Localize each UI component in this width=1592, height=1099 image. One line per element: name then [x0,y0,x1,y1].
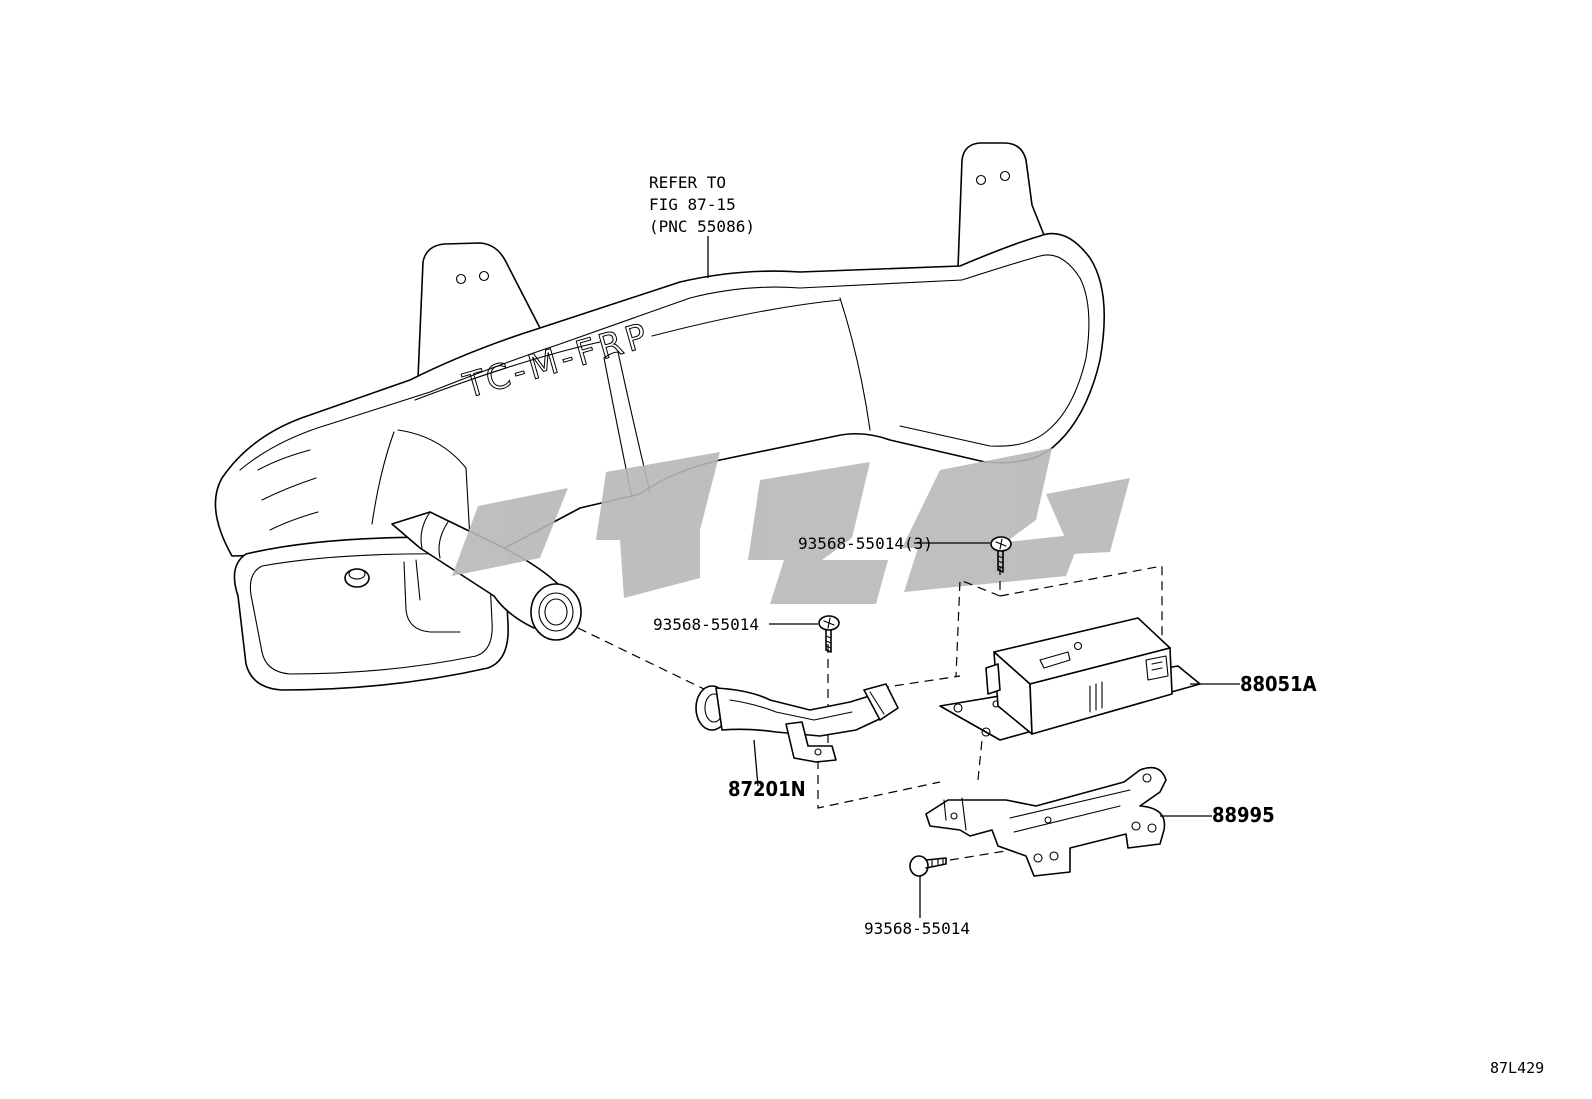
callout-hose: 87201N [728,777,806,801]
figure-id: 87L429 [1490,1059,1544,1077]
hose-87201N [695,683,899,763]
callout-screw-top: 93568-55014(3) [798,534,933,553]
screw-middle [818,615,840,653]
leader-lines [707,236,1240,918]
callout-screw-bottom: 93568-55014 [864,919,970,938]
screw-bottom [909,855,947,877]
refer-note-line2: FIG 87-15 [649,195,736,214]
screw-top [990,536,1012,573]
refer-note-line3: (PNC 55086) [649,217,755,236]
refer-note-line1: REFER TO [649,173,726,192]
watermark-logo [452,448,1130,604]
callout-bracket: 88995 [1212,803,1275,827]
callout-screw-middle: 93568-55014 [653,615,759,634]
refer-note: REFER TO FIG 87-15 (PNC 55086) [649,173,755,236]
bracket-88995 [925,766,1167,877]
callout-module: 88051A [1240,672,1317,696]
module-88051A [939,617,1201,741]
